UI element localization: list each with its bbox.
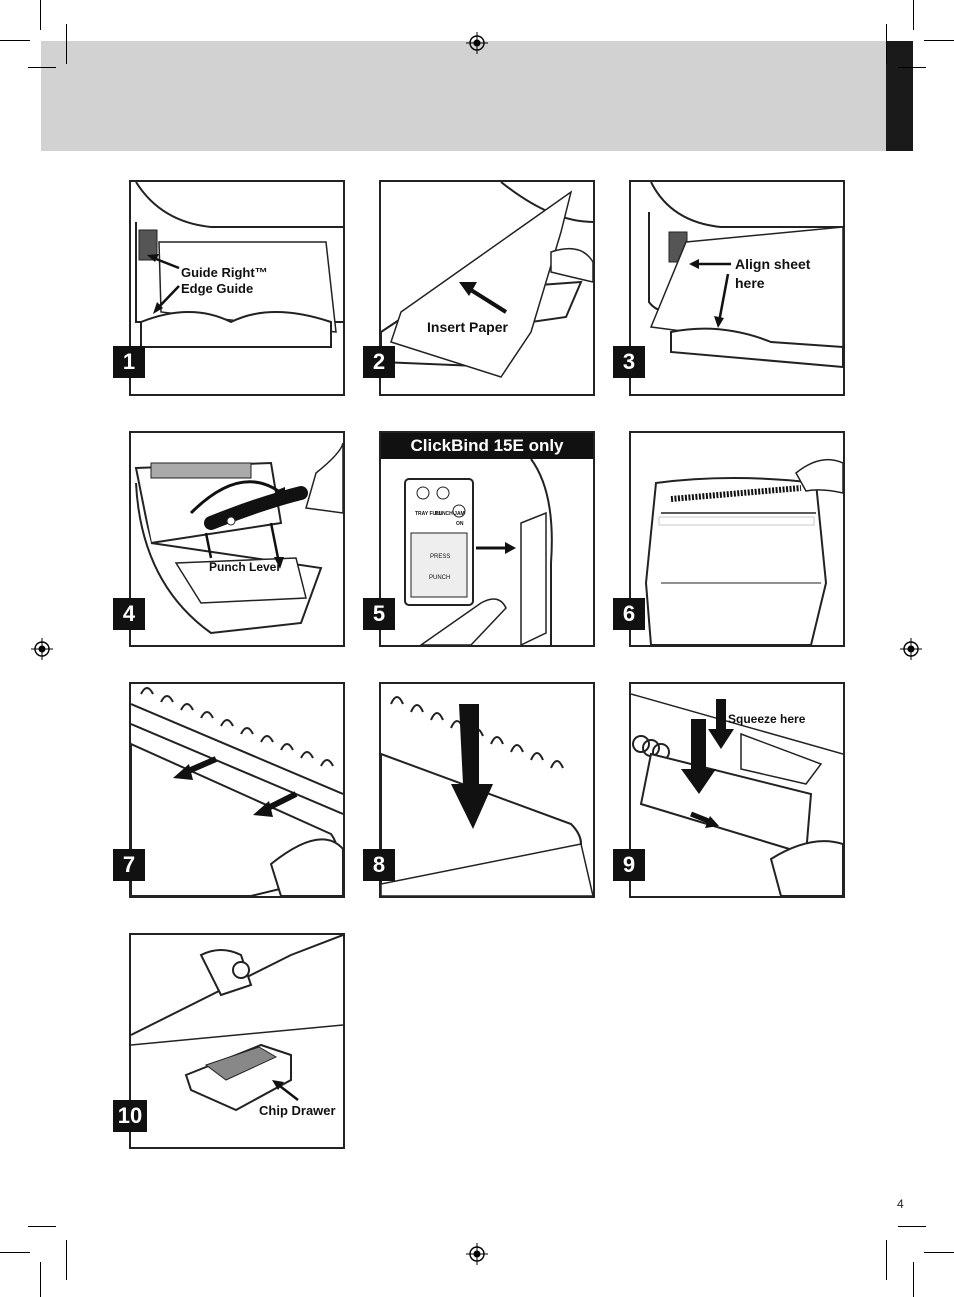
align-sheet-drawing — [648, 182, 843, 369]
step-8-number: 8 — [363, 849, 395, 881]
step-10-illustration: Chip Drawer — [129, 933, 345, 1149]
step-7-illustration — [129, 682, 345, 898]
binder-edge-guide-drawing — [135, 182, 343, 348]
step-6-illustration — [629, 431, 845, 647]
align-here-label: here — [735, 275, 765, 291]
guide-right-label: Guide Right™ — [181, 265, 268, 280]
step-2-number: 2 — [363, 346, 395, 378]
squeeze-here-label: Squeeze here — [728, 712, 806, 726]
step-6-number: 6 — [613, 598, 645, 630]
registration-mark-top — [466, 32, 488, 54]
step-9-number: 9 — [613, 849, 645, 881]
step-1-number: 1 — [113, 346, 145, 378]
align-sheet-label: Align sheet — [735, 256, 811, 272]
press-text: PRESS — [430, 554, 451, 560]
open-comb-drawing — [131, 687, 343, 896]
chip-drawer-label: Chip Drawer — [259, 1103, 336, 1118]
chip-drawer-drawing — [131, 935, 343, 1112]
section-tab — [886, 41, 913, 151]
spine-placement-drawing — [644, 458, 843, 645]
registration-mark-bottom — [466, 1243, 488, 1265]
step-2-illustration: Insert Paper — [379, 180, 595, 396]
header-band — [41, 41, 886, 151]
punch-lever-drawing — [134, 442, 343, 635]
step-3-illustration: Align sheet here — [629, 180, 845, 396]
registration-mark-right — [900, 638, 922, 660]
step-5-number: 5 — [363, 598, 395, 630]
step-10-number: 10 — [113, 1100, 147, 1132]
step-5-illustration: ClickBind 15E only TRAY FULL PUNCH JAM O… — [379, 431, 595, 647]
step-7-number: 7 — [113, 849, 145, 881]
on-text: ON — [456, 521, 464, 527]
step-9-illustration: Squeeze here — [629, 682, 845, 898]
step-4-number: 4 — [113, 598, 145, 630]
step-1-illustration: Guide Right™ Edge Guide — [129, 180, 345, 396]
punch-lever-label: Punch Lever — [209, 560, 282, 574]
insert-paper-drawing — [381, 182, 593, 378]
page-number: 4 — [897, 1197, 904, 1211]
tray-full-text: TRAY FULL — [415, 511, 443, 517]
step-3-number: 3 — [613, 346, 645, 378]
punch-text: PUNCH — [429, 575, 451, 581]
clickbind-banner: ClickBind 15E only — [381, 433, 593, 459]
punch-jam-text: PUNCH JAM — [435, 511, 465, 517]
insert-paper-label: Insert Paper — [427, 319, 508, 335]
insert-document-drawing — [381, 696, 593, 896]
edge-guide-label: Edge Guide — [181, 281, 254, 296]
close-comb-drawing — [631, 693, 843, 896]
control-panel-drawing — [404, 458, 553, 645]
step-4-illustration: Punch Lever — [129, 431, 345, 647]
registration-mark-left — [31, 638, 53, 660]
step-8-illustration — [379, 682, 595, 898]
